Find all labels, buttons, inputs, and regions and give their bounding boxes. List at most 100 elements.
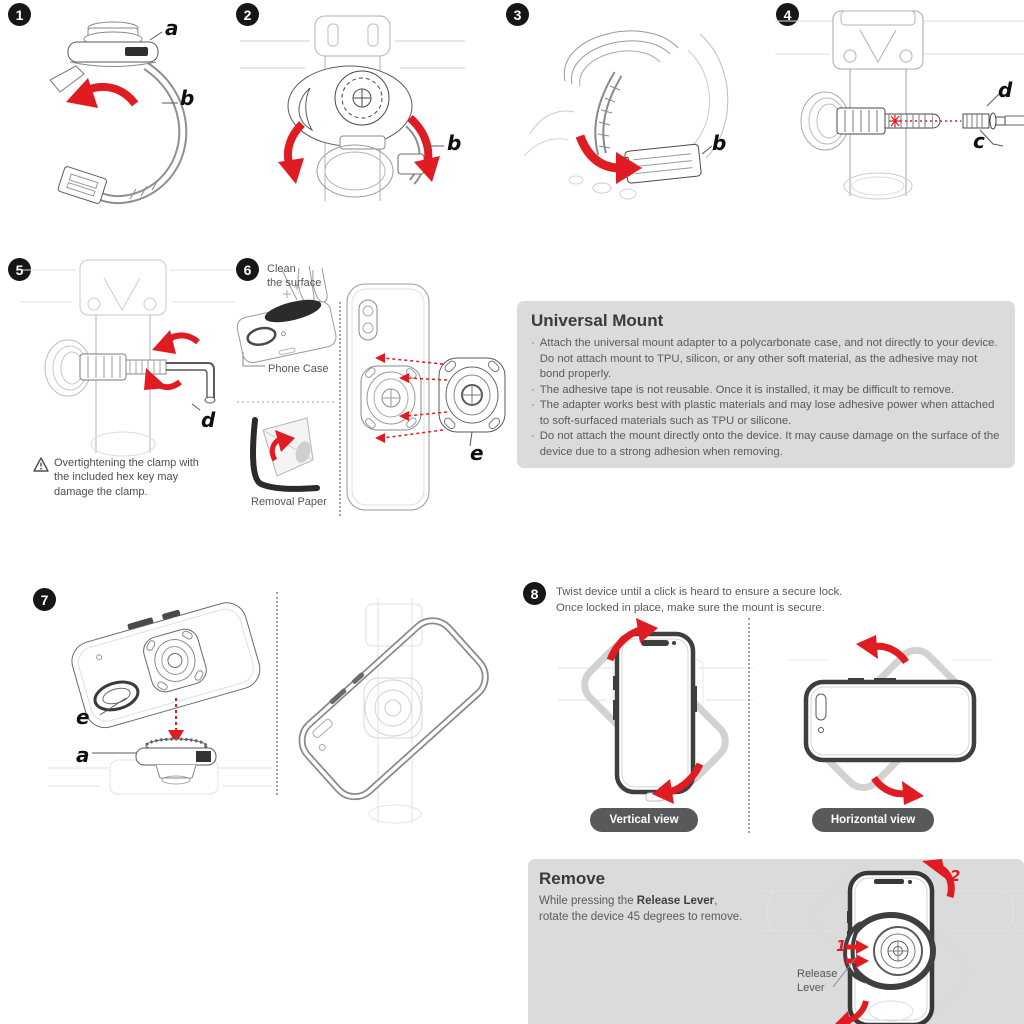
dotted-divider bbox=[276, 592, 278, 795]
leader-d bbox=[986, 93, 1000, 107]
bullet-marker: · bbox=[531, 337, 535, 349]
adapter-printed-on-case bbox=[360, 365, 422, 431]
remove-illustration bbox=[758, 859, 1024, 1024]
bullet-marker: · bbox=[531, 399, 535, 412]
step-1-number: 1 bbox=[15, 6, 24, 23]
part-label-a: a bbox=[165, 16, 179, 40]
step-8-line-2: Once locked in place, make sure the moun… bbox=[556, 602, 825, 615]
release-lever-bold: Release Lever bbox=[636, 895, 715, 907]
release-lever-assembly bbox=[843, 912, 936, 990]
part-label-e: e bbox=[470, 441, 484, 465]
case-corner bbox=[250, 417, 320, 492]
twist-arrow-icon bbox=[668, 762, 704, 796]
bullet-item: · The adapter works best with plastic ma… bbox=[531, 398, 1003, 429]
part-label-b: b bbox=[712, 131, 727, 155]
step-3-illustration-strap-fasten bbox=[523, 30, 729, 200]
step-7-number: 7 bbox=[40, 591, 49, 608]
clamp-warning: Overtightening the clamp with the includ… bbox=[33, 456, 217, 499]
universal-mount-panel bbox=[517, 301, 1015, 468]
step-8-horizontal-view-illustration bbox=[788, 635, 993, 805]
step-1-badge: 1 bbox=[8, 3, 31, 26]
camera-pill bbox=[815, 693, 827, 721]
step-7-illustration-attach bbox=[48, 602, 273, 795]
phone-case-caption: Phone Case bbox=[268, 363, 329, 375]
leader-release-lever bbox=[832, 954, 859, 988]
hex-key bbox=[166, 362, 215, 398]
handlebar-lines bbox=[240, 40, 465, 69]
twist-arrow-icon bbox=[606, 626, 642, 662]
step-2-number: 2 bbox=[243, 6, 252, 23]
step-8-number: 8 bbox=[530, 585, 539, 602]
bullet-text: Attach the universal mount adapter to a … bbox=[539, 337, 998, 381]
step-8-badge: 8 bbox=[523, 582, 546, 605]
part-label-e: e bbox=[76, 705, 90, 729]
clamp-bolt-head bbox=[79, 353, 127, 381]
step-5-illustration-tighten bbox=[20, 259, 235, 457]
phone-vertical bbox=[614, 631, 696, 795]
screw-c bbox=[962, 112, 1006, 130]
bullet-item: · Do not attach the mount directly onto … bbox=[531, 429, 1003, 460]
leader-e bbox=[99, 697, 127, 716]
leader-e bbox=[469, 431, 473, 447]
cleaning-pad bbox=[264, 299, 322, 323]
step-3-number: 3 bbox=[513, 6, 522, 23]
adhesive-spot bbox=[295, 441, 311, 463]
step-3-badge: 3 bbox=[506, 3, 529, 26]
release-lever bbox=[843, 921, 866, 984]
handlebar-ghost bbox=[758, 890, 1024, 932]
leader-a bbox=[149, 31, 163, 41]
step-5-badge: 5 bbox=[8, 258, 31, 281]
bullet-item: · Attach the universal mount adapter to … bbox=[531, 336, 1003, 383]
bullet-text: The adhesive tape is not reusable. Once … bbox=[539, 383, 954, 396]
part-label-c: c bbox=[973, 129, 985, 153]
step-6-number: 6 bbox=[243, 261, 252, 278]
notch bbox=[641, 640, 669, 646]
remove-title: Remove bbox=[539, 869, 606, 888]
leader-phone-case bbox=[242, 352, 265, 367]
step-8-line-1: Twist device until a click is heard to e… bbox=[556, 586, 843, 598]
remove-step-2-marker: 2 bbox=[950, 867, 961, 885]
finger bbox=[312, 267, 328, 303]
bullet-text: Do not attach the mount directly onto th… bbox=[539, 430, 1000, 459]
mount-head bbox=[135, 737, 217, 785]
leader-b bbox=[701, 145, 713, 155]
part-label-a: a bbox=[76, 743, 90, 767]
phone-case-frame bbox=[298, 617, 489, 801]
hex-key-d bbox=[1005, 115, 1024, 126]
removal-paper-caption: Removal Paper bbox=[251, 496, 327, 508]
camera-cutout bbox=[246, 326, 277, 346]
step-6-illustration-adapter-align bbox=[346, 283, 506, 511]
clean-surface-caption: Clean the surface bbox=[267, 263, 322, 289]
strap-buckle bbox=[57, 166, 107, 204]
remove-instruction: While pressing the Release Lever, rotate… bbox=[539, 893, 779, 926]
step-7-badge: 7 bbox=[33, 588, 56, 611]
bullet-marker: · bbox=[531, 383, 535, 396]
universal-adapter-e bbox=[438, 357, 506, 433]
horizontal-view-pill: Horizontal view bbox=[812, 808, 934, 832]
remove-line-1: While pressing the Release Lever, bbox=[539, 893, 779, 909]
step-8-vertical-view-illustration bbox=[558, 618, 753, 804]
insert-arrow-icon bbox=[575, 134, 621, 173]
remove-text: , bbox=[714, 895, 718, 907]
phone-case-with-adapter bbox=[71, 602, 261, 729]
warning-icon bbox=[33, 457, 49, 472]
release-lever-callout: Release Lever bbox=[797, 968, 838, 995]
step-2-badge: 2 bbox=[236, 3, 259, 26]
handlebar-ghost bbox=[48, 767, 273, 787]
part-label-d: d bbox=[201, 408, 216, 432]
remove-line-2: rotate the device 45 degrees to remove. bbox=[539, 911, 743, 924]
bullet-marker: · bbox=[531, 430, 535, 443]
part-label-b: b bbox=[447, 131, 462, 155]
strap-hook bbox=[49, 65, 85, 93]
universal-mount-title: Universal Mount bbox=[531, 311, 664, 330]
dotted-divider bbox=[339, 302, 341, 516]
universal-mount-bullets: · Attach the universal mount adapter to … bbox=[531, 336, 1003, 461]
bullet-text: The adapter works best with plastic mate… bbox=[539, 399, 995, 427]
step-4-illustration-bolt-screw bbox=[775, 10, 1024, 200]
part-label-d: d bbox=[998, 78, 1013, 102]
step-6-illustration-clean-peel bbox=[236, 265, 337, 492]
step-5-number: 5 bbox=[15, 261, 24, 278]
step-4-number: 4 bbox=[783, 6, 792, 23]
warning-text: Overtightening the clamp with the includ… bbox=[54, 457, 199, 498]
alignment-arrows bbox=[382, 357, 448, 439]
